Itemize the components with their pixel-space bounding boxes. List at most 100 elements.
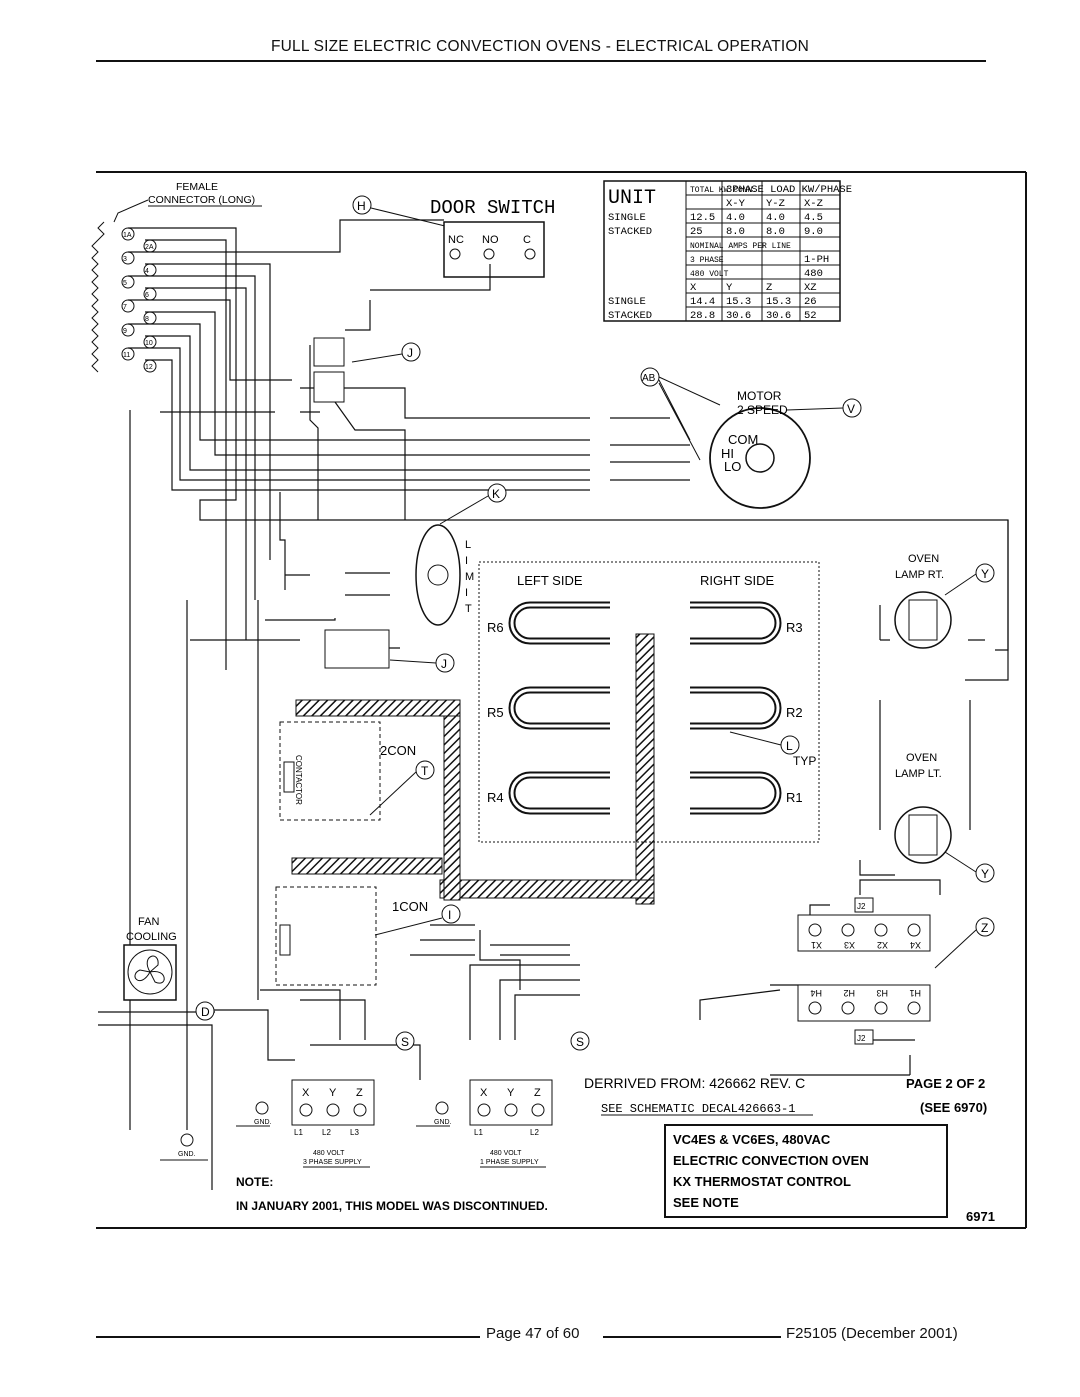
header-rule bbox=[96, 60, 986, 62]
unit-table-cell: X-Y bbox=[726, 198, 746, 210]
sup-left-l3: L3 bbox=[350, 1128, 359, 1137]
supply-terminal bbox=[477, 1103, 491, 1117]
unit-table-cell: 15.3 bbox=[726, 296, 751, 308]
tb-top-label: X2 bbox=[877, 940, 888, 950]
main-ground: GND. bbox=[160, 1133, 208, 1161]
connector-title-2: CONNECTOR (LONG) bbox=[148, 194, 255, 206]
door-switch-title: DOOR SWITCH bbox=[430, 197, 555, 219]
unit-table-cell: 52 bbox=[804, 310, 817, 322]
note-title: NOTE: bbox=[236, 1175, 273, 1189]
oven-lamps: OVEN LAMP RT. Y OVEN LAMP LT. Y bbox=[894, 553, 995, 883]
contactor2-tag: T bbox=[421, 764, 429, 778]
model-box-line: ELECTRIC CONVECTION OVEN bbox=[673, 1153, 869, 1168]
unit-table-cell: 15.3 bbox=[766, 296, 791, 308]
supply-terminal bbox=[299, 1103, 313, 1117]
connector-pin-label: 7 bbox=[123, 304, 127, 311]
tb-screw bbox=[841, 923, 855, 937]
footer-rule-mid bbox=[603, 1336, 781, 1338]
page-box-line1: PAGE 2 OF 2 bbox=[906, 1076, 985, 1091]
contactor2-label: 2CON bbox=[380, 743, 416, 758]
sup-left-gnd: GND. bbox=[254, 1119, 272, 1126]
motor-hi: HI bbox=[721, 446, 734, 461]
unit-table-cell: 1-PH bbox=[804, 254, 829, 266]
j-tags: J J bbox=[313, 337, 455, 673]
supply-terminal bbox=[531, 1103, 545, 1117]
motor-lo: LO bbox=[724, 459, 741, 474]
supply-terminal-label: X bbox=[302, 1087, 310, 1099]
hatched-buses bbox=[291, 633, 655, 905]
lamp-rt-line1: OVEN bbox=[908, 553, 939, 565]
sup-left-tag: S bbox=[401, 1035, 409, 1049]
heater-left-label: LEFT SIDE bbox=[517, 573, 583, 588]
door-no: NO bbox=[482, 234, 499, 246]
heater-label-left: R4 bbox=[487, 790, 504, 805]
tb-screw bbox=[841, 1001, 855, 1015]
motor: MOTOR 2 SPEED COM HI LO V AB bbox=[640, 367, 862, 509]
lamp-rt-line2: LAMP RT. bbox=[895, 569, 944, 581]
connector-pin-label: 1A bbox=[123, 232, 132, 239]
unit-table-cell: Y bbox=[726, 282, 733, 294]
connector-pin-label: 11 bbox=[123, 352, 130, 359]
unit-table-cell: UNIT bbox=[608, 187, 656, 210]
supply-terminal bbox=[353, 1103, 367, 1117]
diagram-frame bbox=[96, 171, 1027, 1229]
female-connector: FEMALE CONNECTOR (LONG) 1A2A345678910111… bbox=[91, 181, 262, 373]
unit-table-cell: 30.6 bbox=[726, 310, 751, 322]
unit-table-cell: 28.8 bbox=[690, 310, 715, 322]
model-number: 6971 bbox=[966, 1209, 995, 1224]
supply-terminal bbox=[504, 1103, 518, 1117]
fan-line2: COOLING bbox=[126, 931, 177, 943]
unit-table-cell: SINGLE bbox=[608, 296, 646, 308]
footer-page: Page 47 of 60 bbox=[486, 1325, 580, 1342]
svg-text:J: J bbox=[407, 346, 413, 360]
footer-doc: F25105 (December 2001) bbox=[786, 1325, 958, 1342]
limit-letter: I bbox=[465, 555, 468, 567]
supply-terminal-label: Z bbox=[534, 1087, 541, 1099]
heater-label-right: R3 bbox=[786, 620, 803, 635]
contactor1-tag: I bbox=[448, 908, 451, 922]
motor-com: COM bbox=[728, 432, 758, 447]
unit-table-cell: 14.4 bbox=[690, 296, 715, 308]
contactor-1con: 1CON I bbox=[275, 886, 461, 986]
unit-table-cell: 25 bbox=[690, 226, 703, 238]
tb-screw bbox=[874, 1001, 888, 1015]
fan-tag: D bbox=[201, 1005, 210, 1019]
unit-table-cell: 8.0 bbox=[726, 226, 745, 238]
door-nc: NC bbox=[448, 234, 464, 246]
sup-right-phase: 1 PHASE SUPPLY bbox=[480, 1159, 539, 1166]
heater-label-left: R6 bbox=[487, 620, 504, 635]
tb-screw bbox=[907, 1001, 921, 1015]
derived-line2: SEE SCHEMATIC DECAL426663-1 bbox=[601, 1102, 795, 1116]
unit-table-cell: 3PHASE LOAD KW/PHASE bbox=[726, 184, 852, 196]
heater-label-right: R2 bbox=[786, 705, 803, 720]
svg-text:J: J bbox=[441, 657, 447, 671]
motor-ab-tag: AB bbox=[642, 373, 656, 384]
supply-terminal-label: Z bbox=[356, 1087, 363, 1099]
derived-line1: DERRIVED FROM: 426662 REV. C bbox=[584, 1075, 805, 1091]
sup-left-l1: L1 bbox=[294, 1128, 303, 1137]
tb-screw bbox=[874, 923, 888, 937]
connector-pin-label: 4 bbox=[145, 268, 149, 275]
lamp-rt-tag: Y bbox=[981, 567, 989, 581]
tb-bottom-label: H2 bbox=[843, 988, 855, 998]
model-box-line: KX THERMOSTAT CONTROL bbox=[673, 1174, 851, 1189]
connector-pin-label: 3 bbox=[123, 256, 127, 263]
lamp-lt-line2: LAMP LT. bbox=[895, 768, 942, 780]
contactor-2con: 2CON T CONTACTOR bbox=[279, 721, 435, 821]
limit-letter: I bbox=[465, 587, 468, 599]
heater-tag: L bbox=[786, 739, 793, 753]
tb-screw bbox=[808, 1001, 822, 1015]
connector-pin-label: 10 bbox=[145, 340, 153, 347]
heater-element-right bbox=[690, 601, 782, 645]
note-text: IN JANUARY 2001, THIS MODEL WAS DISCONTI… bbox=[236, 1199, 548, 1213]
tb-top-label: X1 bbox=[811, 940, 822, 950]
sup-left-volt: 480 VOLT bbox=[313, 1150, 345, 1157]
sup-right-volt: 480 VOLT bbox=[490, 1150, 522, 1157]
tb-screw bbox=[907, 923, 921, 937]
tb-top-label: X3 bbox=[844, 940, 855, 950]
heater-right-label: RIGHT SIDE bbox=[700, 573, 774, 588]
door-c: C bbox=[523, 234, 531, 246]
